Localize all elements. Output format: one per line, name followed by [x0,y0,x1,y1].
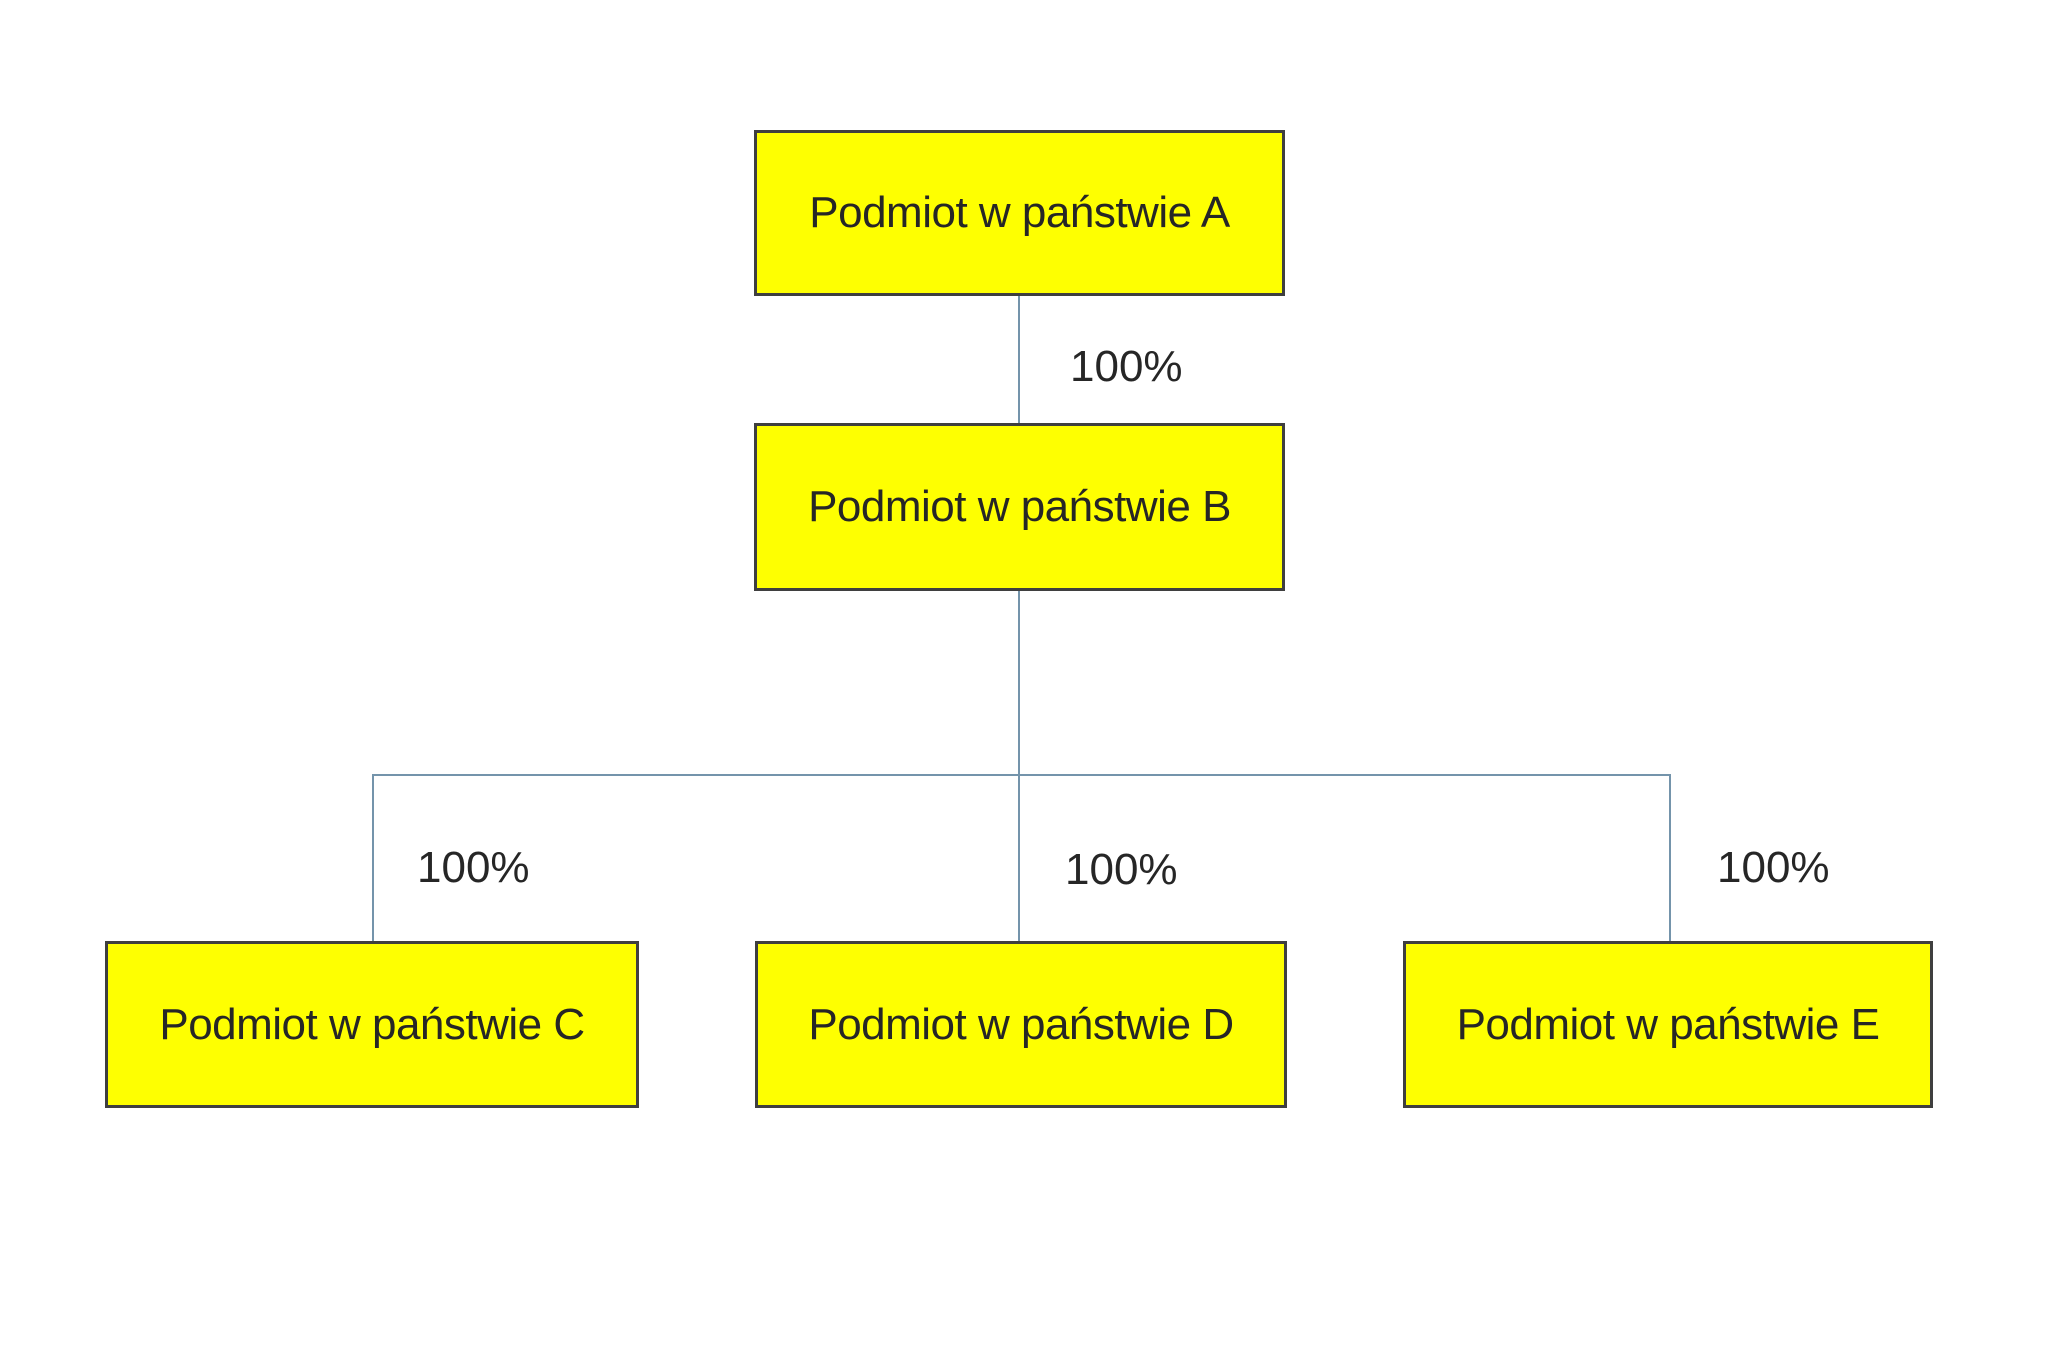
connector-branch-line [372,774,1671,776]
connector-drop-to-c [372,775,374,941]
node-podmiot-panstwo-c: Podmiot w państwie C [105,941,639,1108]
edge-label-b-c: 100% [417,843,530,892]
connector-drop-to-e [1669,775,1671,941]
edge-label-b-e: 100% [1717,843,1830,892]
node-podmiot-panstwo-d: Podmiot w państwie D [755,941,1287,1108]
node-podmiot-panstwo-e: Podmiot w państwie E [1403,941,1933,1108]
node-podmiot-panstwo-b: Podmiot w państwie B [754,423,1285,591]
connector-a-to-b [1018,296,1020,423]
edge-label-b-d: 100% [1065,845,1178,894]
connector-b-stem [1018,591,1020,941]
node-podmiot-panstwo-a: Podmiot w państwie A [754,130,1285,296]
edge-label-a-b: 100% [1070,342,1183,391]
